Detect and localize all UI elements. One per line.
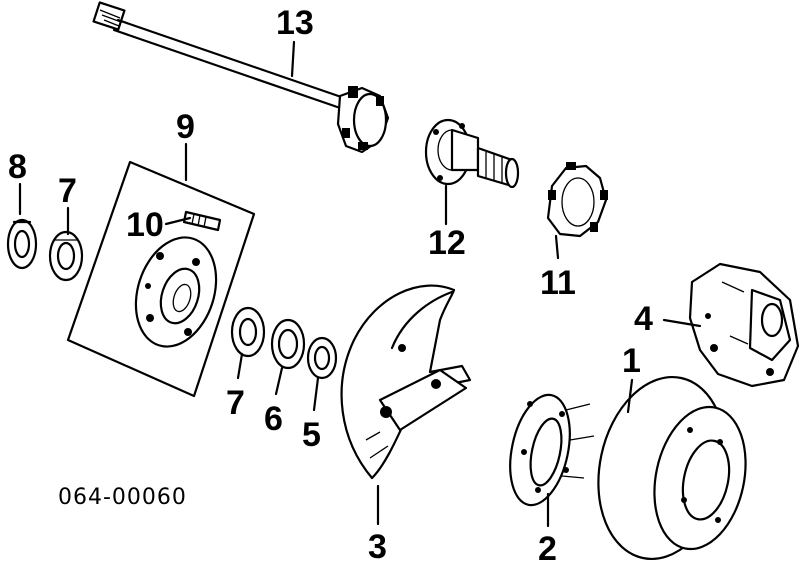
part-3-dust-shield[interactable] bbox=[340, 284, 472, 480]
callout-8: 8 bbox=[8, 148, 27, 186]
part-1-brake-rotor[interactable] bbox=[582, 365, 758, 571]
part-11-lock-washer[interactable] bbox=[546, 162, 608, 238]
callout-7-upper: 7 bbox=[58, 172, 77, 210]
callout-1: 1 bbox=[622, 342, 641, 380]
leader-lines bbox=[18, 40, 702, 528]
part-5-washer[interactable] bbox=[306, 336, 338, 380]
callout-5: 5 bbox=[302, 416, 321, 454]
callout-12: 12 bbox=[428, 224, 466, 262]
part-7-inner-bearing[interactable] bbox=[48, 230, 84, 282]
callout-13: 13 bbox=[276, 4, 314, 42]
part-12-spindle[interactable] bbox=[424, 118, 520, 189]
callout-10: 10 bbox=[126, 206, 164, 244]
part-9-hub-assembly[interactable] bbox=[66, 160, 256, 398]
callout-4: 4 bbox=[634, 300, 653, 338]
part-8-oil-seal[interactable] bbox=[6, 218, 38, 270]
figure-code: 064-00060 bbox=[58, 485, 187, 510]
part-6-bearing-race[interactable] bbox=[270, 318, 306, 370]
callout-7-lower: 7 bbox=[226, 384, 245, 422]
callout-11: 11 bbox=[540, 264, 576, 302]
callout-3: 3 bbox=[368, 528, 387, 566]
callout-9: 9 bbox=[176, 108, 195, 146]
callout-2: 2 bbox=[538, 530, 557, 568]
part-13-axle-shaft[interactable] bbox=[92, 1, 390, 154]
part-10-stud[interactable] bbox=[182, 210, 222, 232]
part-7-outer-bearing[interactable] bbox=[230, 306, 266, 358]
part-4-brake-caliper[interactable] bbox=[688, 262, 800, 388]
callout-6: 6 bbox=[264, 400, 283, 438]
part-2-hub-adapter[interactable] bbox=[501, 389, 595, 510]
